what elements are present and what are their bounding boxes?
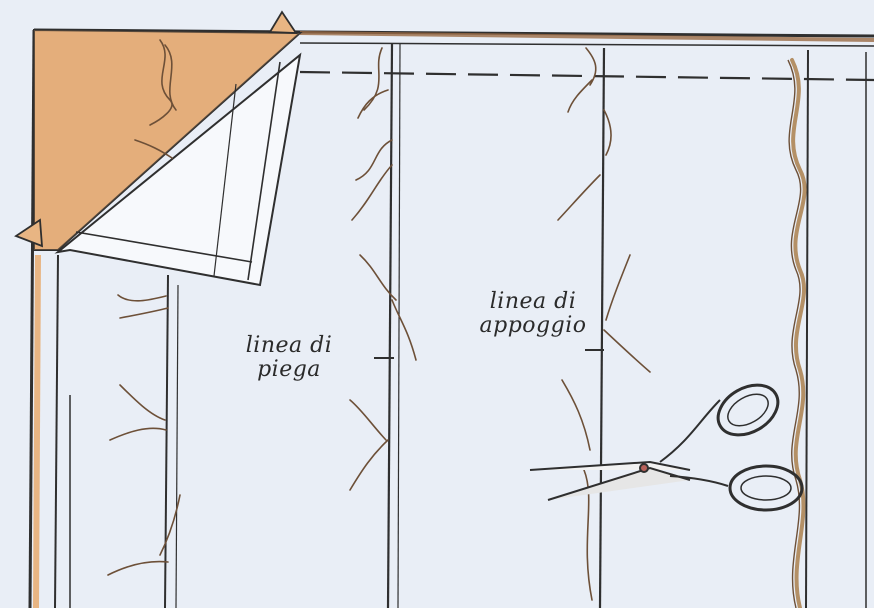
- attach-line-label: linea di appoggio: [458, 290, 608, 338]
- tick-marks: [374, 350, 604, 358]
- fold-line-label-line1: linea di: [224, 334, 354, 358]
- fold-line-label: linea di piega: [224, 334, 354, 382]
- attach-line-label-line2: appoggio: [458, 314, 608, 338]
- attach-line-label-line1: linea di: [458, 290, 608, 314]
- dashed-guide: [300, 72, 874, 80]
- fold-line-label-line2: piega: [224, 358, 354, 382]
